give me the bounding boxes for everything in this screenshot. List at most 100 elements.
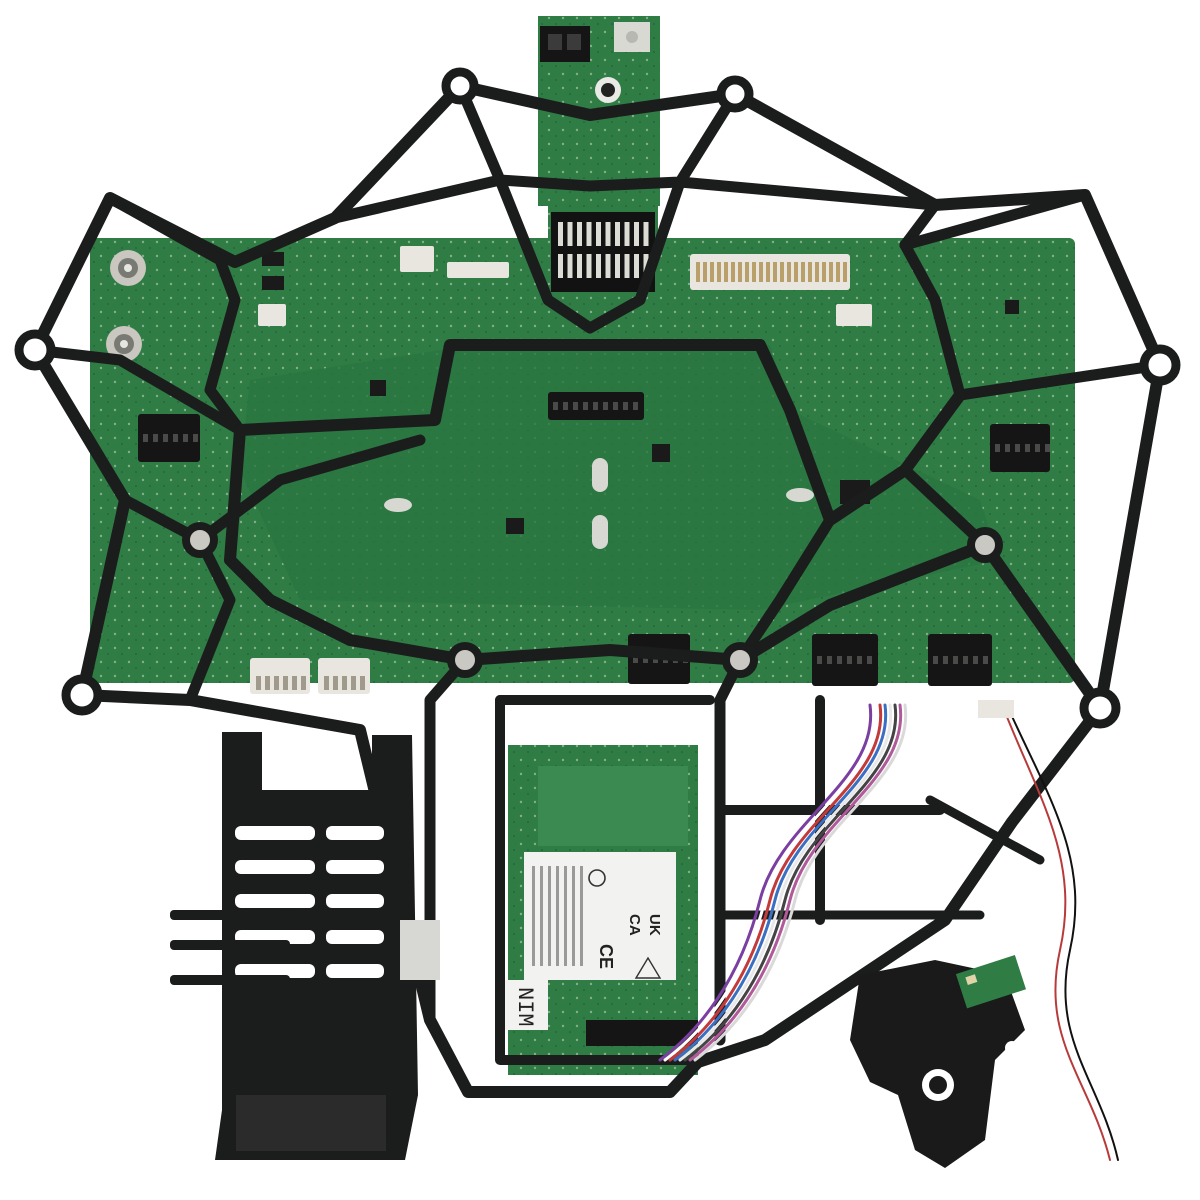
- terminal-pin: [292, 676, 297, 690]
- header-pin: [643, 222, 649, 246]
- header-pin: [558, 222, 563, 246]
- header-pin: [615, 254, 620, 278]
- mounting-slot: [384, 498, 412, 512]
- connector-pin: [696, 262, 700, 282]
- header-pin: [596, 222, 601, 246]
- connector-pin: [843, 262, 847, 282]
- connector-pin: [1045, 444, 1050, 452]
- terminal-pin: [333, 676, 338, 690]
- connector-pin: [847, 656, 852, 664]
- module-edge-text: NIM: [512, 987, 537, 1027]
- header-pin: [567, 254, 573, 278]
- connector-pin: [553, 402, 558, 410]
- connector-pin: [933, 656, 938, 664]
- terminal-pin: [324, 676, 329, 690]
- cable-wire: [693, 703, 908, 1062]
- wide-board-connector: [690, 254, 850, 290]
- label-text-line: [548, 866, 551, 966]
- connector-pin: [963, 656, 968, 664]
- connector-pin: [773, 262, 777, 282]
- terminal-pin: [360, 676, 365, 690]
- connector-pin: [183, 434, 188, 442]
- cable-wire: [658, 703, 873, 1062]
- terminal-pin: [351, 676, 356, 690]
- header-pin: [577, 254, 582, 278]
- mounting-slot: [786, 488, 814, 502]
- regulatory-label: UK CA CE: [524, 852, 676, 980]
- ce-mark: CE: [596, 944, 616, 969]
- cable-wire: [1009, 711, 1119, 1161]
- label-text-line: [572, 866, 575, 966]
- warning-triangle-icon: [634, 956, 662, 979]
- ic-chip: [262, 252, 284, 266]
- cable-connector: [978, 700, 1014, 718]
- plastic-frame: [14, 67, 1181, 1098]
- coax-connector: [106, 326, 142, 362]
- black-board-connector: [812, 634, 878, 686]
- small-white-connector: [258, 304, 286, 326]
- terminal-pin: [256, 676, 261, 690]
- connector-pin: [822, 262, 826, 282]
- terminal-pin: [342, 676, 347, 690]
- bracket-slot: [326, 860, 384, 874]
- connector-pin: [943, 656, 948, 664]
- header-pin: [586, 254, 592, 278]
- connector-pin: [593, 402, 598, 410]
- bracket-slot: [326, 826, 384, 840]
- connector-pin: [817, 656, 822, 664]
- label-text-line: [556, 866, 559, 966]
- connector-pin: [143, 434, 148, 442]
- ic-chip: [262, 276, 284, 290]
- connector-pin: [801, 262, 805, 282]
- connector-pin: [710, 262, 714, 282]
- connector-pin: [1015, 444, 1020, 452]
- black-cable-bracket: [170, 732, 440, 1160]
- connector-pin: [603, 402, 608, 410]
- terminal-pin: [274, 676, 279, 690]
- connector-pin: [836, 262, 840, 282]
- connector-pin: [857, 656, 862, 664]
- connector-pin: [633, 655, 638, 663]
- terminal-pin: [301, 676, 306, 690]
- header-pin: [567, 222, 573, 246]
- connector-pin: [827, 656, 832, 664]
- wire-harness: [658, 700, 1119, 1161]
- connector-pin: [573, 402, 578, 410]
- connector-pin: [995, 444, 1000, 452]
- connector-pin: [643, 655, 648, 663]
- connector-pin: [173, 434, 178, 442]
- bracket-slot: [326, 894, 384, 908]
- connector-pin: [1035, 444, 1040, 452]
- certification-logo: [588, 869, 606, 887]
- header-pin: [586, 222, 592, 246]
- header-pin: [634, 222, 639, 246]
- white-terminal-connector: [250, 658, 370, 694]
- cable-wire: [668, 703, 883, 1062]
- usb-port: [400, 246, 434, 272]
- connector-pin: [563, 402, 568, 410]
- connector-pin: [787, 262, 791, 282]
- terminal-pin: [283, 676, 288, 690]
- mounting-slot: [592, 515, 608, 549]
- bracket-slot: [235, 964, 315, 978]
- connector-pin: [953, 656, 958, 664]
- header-pin: [634, 254, 639, 278]
- connector-pin: [613, 402, 618, 410]
- connector-pin: [1025, 444, 1030, 452]
- cable-wire: [673, 703, 888, 1062]
- small-white-connector: [447, 262, 509, 278]
- connector-pin: [193, 434, 198, 442]
- ic-chip: [652, 444, 670, 462]
- connector-pin: [163, 434, 168, 442]
- small-white-connector: [836, 304, 872, 326]
- header-pin: [624, 222, 630, 246]
- connector-pin: [583, 402, 588, 410]
- mounting-slot: [592, 458, 608, 492]
- cable-wire: [663, 703, 878, 1062]
- connector-pin: [717, 262, 721, 282]
- connector-pin: [808, 262, 812, 282]
- connector-pin: [794, 262, 798, 282]
- ic-chip: [1005, 300, 1019, 314]
- connector-pin: [153, 434, 158, 442]
